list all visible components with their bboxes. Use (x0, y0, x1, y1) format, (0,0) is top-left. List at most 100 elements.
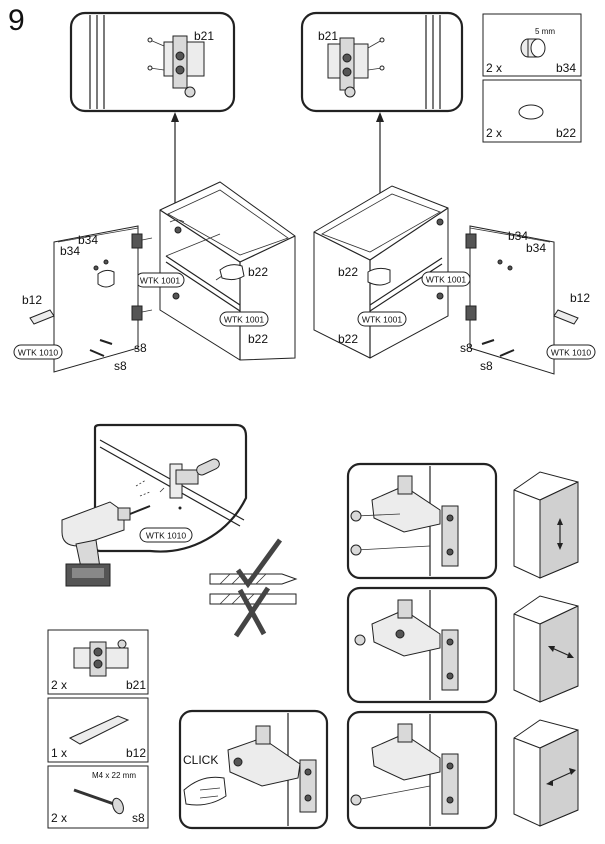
label-s8: s8 (480, 359, 493, 373)
dowel-icon (436, 292, 444, 300)
screw-icon (350, 510, 362, 522)
handle-icon (29, 309, 55, 325)
part-b12-code: b12 (126, 746, 146, 760)
label-b22: b22 (338, 265, 358, 279)
part-b34-qty: 2 x (486, 61, 502, 75)
part-b21-qty: 2 x (51, 678, 67, 692)
svg-text:WTK 1001: WTK 1001 (224, 315, 264, 325)
label-b34: b34 (78, 233, 98, 247)
svg-text:WTK 1001: WTK 1001 (140, 276, 180, 286)
part-b22-code: b22 (556, 126, 576, 140)
click-detail: CLICK (178, 709, 329, 830)
hinge-plate-icon (327, 37, 385, 98)
screw-icon (354, 634, 366, 646)
cabinet-vertical-adjust (513, 471, 579, 579)
hinge-plate-icon (169, 458, 220, 499)
screw-icon (499, 349, 515, 357)
cabinet-left: WTK 1001 WTK 1001 b22 b22 (135, 181, 296, 361)
label-b12: b12 (570, 291, 590, 305)
part-s8-qty: 2 x (51, 811, 67, 825)
arrow-head-icon (376, 112, 384, 122)
drill-bit-correct (209, 538, 298, 589)
cabinet-right: WTK 1001 WTK 1001 b22 b22 (313, 185, 471, 359)
hinge-icon (131, 233, 153, 321)
hinge-icon (227, 725, 317, 813)
door-right: WTK 1010 b34 b34 b12 s8 s8 (460, 225, 596, 375)
screw-icon (73, 788, 124, 815)
part-box-s8: M4 x 22 mm 2 x s8 (47, 765, 149, 829)
part-b34-note: 5 mm (535, 27, 555, 36)
hand-icon (97, 269, 115, 288)
screw-icon (89, 349, 105, 357)
tag-wtk1001-lower: WTK 1001 (357, 311, 407, 327)
svg-text:WTK 1010: WTK 1010 (18, 348, 58, 358)
label-b22: b22 (248, 332, 268, 346)
label-b34: b34 (60, 244, 80, 258)
arrow-diag-icon (567, 652, 574, 658)
arrow-left-icon (546, 780, 553, 786)
check-icon (235, 538, 283, 589)
detail-box-right: b21 (300, 11, 464, 113)
drill-detail: WTK 1010 (93, 423, 248, 553)
hinge-plate-icon (147, 35, 205, 98)
hinge-plate-icon (73, 639, 129, 677)
label-b12: b12 (22, 293, 42, 307)
hand-icon (215, 264, 245, 281)
svg-text:WTK 1010: WTK 1010 (551, 348, 591, 358)
hinge-adjust-1 (346, 462, 498, 580)
handle-icon (68, 715, 130, 745)
arrow-right-icon (569, 768, 576, 775)
drill-icon (61, 479, 151, 587)
dowel-icon (497, 259, 503, 265)
arrow-down-icon (557, 543, 563, 550)
part-box-b12: 1 x b12 (47, 697, 149, 763)
drill-bit-incorrect (209, 586, 297, 638)
hinge-adjust-2 (346, 586, 498, 704)
tag-wtk1010: WTK 1010 (139, 527, 193, 543)
click-label: CLICK (183, 753, 218, 767)
part-b34-code: b34 (556, 61, 576, 75)
tag-wtk1001-lower: WTK 1001 (219, 311, 269, 327)
dowel-icon (436, 218, 444, 226)
screw-icon (481, 339, 495, 345)
cabinet-lateral-adjust (513, 719, 579, 827)
hinge-adjust-3 (346, 710, 498, 830)
tag-wtk1001: WTK 1001 (421, 271, 471, 287)
dowel-icon (507, 265, 513, 271)
part-box-b34: 5 mm 2 x b34 (482, 13, 582, 77)
arrow-head-icon (171, 112, 179, 122)
part-s8-code: s8 (132, 811, 145, 825)
dowel-icon (103, 259, 109, 265)
arrow-up-icon (557, 518, 563, 525)
part-b12-qty: 1 x (51, 746, 67, 760)
washer-icon (518, 104, 544, 120)
screw-icon (350, 544, 362, 556)
tag-wtk1001: WTK 1001 (135, 272, 185, 288)
svg-text:WTK 1010: WTK 1010 (146, 531, 186, 541)
label-b21: b21 (318, 29, 338, 43)
dowel-icon (93, 265, 99, 271)
part-box-b22: 2 x b22 (482, 79, 582, 143)
svg-text:WTK 1001: WTK 1001 (362, 315, 402, 325)
cross-icon (233, 586, 271, 638)
handle-icon (553, 309, 579, 325)
hand-icon (367, 267, 391, 286)
label-b21: b21 (194, 29, 214, 43)
hinge-icon (465, 233, 477, 321)
detail-box-left: b21 (69, 11, 236, 113)
tag-wtk1010: WTK 1010 (546, 344, 596, 360)
part-b22-qty: 2 x (486, 126, 502, 140)
label-b22: b22 (248, 265, 268, 279)
tag-wtk1010: WTK 1010 (13, 344, 63, 360)
label-b34: b34 (508, 229, 528, 243)
hand-icon (183, 776, 227, 806)
label-b22: b22 (338, 332, 358, 346)
screw-icon (99, 339, 113, 345)
cabinet-depth-adjust (513, 595, 579, 703)
door-left: WTK 1010 b34 b34 b12 s8 s8 (13, 225, 153, 373)
label-s8: s8 (134, 341, 147, 355)
part-s8-note: M4 x 22 mm (92, 771, 136, 780)
part-b21-code: b21 (126, 678, 146, 692)
label-s8: s8 (460, 341, 473, 355)
